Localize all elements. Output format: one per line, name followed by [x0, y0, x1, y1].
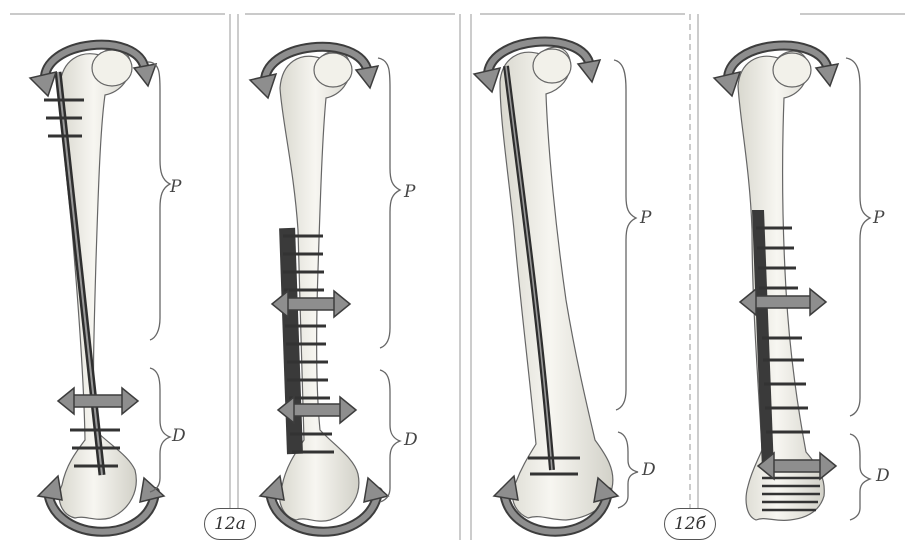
- bracket-distal: [150, 368, 170, 492]
- bracket-distal: [618, 432, 638, 508]
- bracket-proximal: [846, 58, 870, 416]
- proximal-segment-label: P: [873, 208, 884, 228]
- bracket-distal: [380, 370, 400, 502]
- distal-segment-label: D: [642, 460, 656, 480]
- proximal-segment-label: P: [640, 208, 651, 228]
- distal-segment-label: D: [172, 426, 186, 446]
- panel-label-12b: 12б: [664, 508, 716, 540]
- bracket-proximal: [148, 62, 170, 340]
- panel-nail-antegrade: [30, 45, 170, 532]
- distal-segment-label: D: [876, 466, 890, 486]
- panel-plate-midshaft: [250, 47, 400, 532]
- panel-nail-long: [474, 42, 638, 532]
- panel-plate-distal: [714, 46, 870, 521]
- bracket-proximal: [378, 58, 400, 348]
- bracket-proximal: [614, 60, 636, 410]
- distal-segment-label: D: [404, 430, 418, 450]
- bracket-distal: [850, 434, 870, 520]
- panel-label-12a: 12a: [204, 508, 256, 540]
- proximal-segment-label: P: [404, 182, 415, 202]
- femur-bone: [500, 47, 613, 520]
- femur-bone: [738, 51, 824, 520]
- proximal-segment-label: P: [170, 177, 181, 197]
